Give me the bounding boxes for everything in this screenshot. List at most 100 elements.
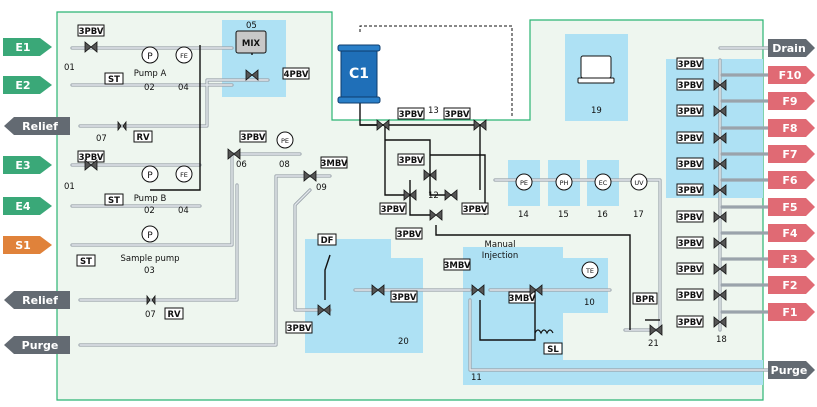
relief-bottom-tag — [4, 291, 70, 309]
injection-module-bg-ext — [463, 360, 763, 385]
fraction-valve-box — [676, 104, 704, 117]
te-label: TE — [585, 267, 594, 275]
fe-top-sensor — [175, 46, 193, 64]
num-03: 03 — [144, 266, 155, 276]
valve-3pbv-20-left-label: 3PBV — [287, 324, 312, 334]
valve-3pbv-12-left-label: 3PBV — [381, 205, 406, 215]
purge-left-tag — [4, 336, 70, 354]
pump-a: P — [141, 46, 159, 64]
num-01a: 01 — [64, 63, 75, 73]
valve-3pbv-01b: 3PBV — [77, 150, 105, 163]
bpr-label: BPR — [635, 295, 655, 305]
fraction-valve-label: 3PBV — [678, 160, 703, 170]
fraction-tag-f7 — [768, 145, 815, 163]
mixer-label: MIX — [242, 39, 261, 49]
inlet-e4-tag — [3, 197, 52, 215]
fraction-label-f8: F8 — [782, 122, 797, 135]
purge-right-tag — [768, 361, 815, 379]
fraction-label-f5: F5 — [782, 201, 797, 214]
fraction-valve-box — [676, 78, 704, 91]
purge-left-label: Purge — [22, 339, 59, 352]
sample-pump-label: Sample pump — [120, 254, 179, 264]
num-15: 15 — [558, 210, 569, 220]
pe-08-sensor — [276, 131, 294, 149]
relief-valve-rv-top-label: RV — [136, 133, 150, 143]
fraction-label-f7: F7 — [782, 148, 797, 161]
num-12: 12 — [428, 191, 439, 201]
sample-loop-sl-label: SL — [547, 345, 559, 355]
valve-3pbv-20-left: 3PBV — [285, 321, 313, 334]
relief-valve-rv-bottom-label: RV — [167, 310, 181, 320]
fraction-valve-symbol — [713, 211, 727, 223]
inlet-e2-tag — [3, 76, 52, 94]
valve-3pbv-12-right: 3PBV — [461, 202, 489, 215]
pump-b: P — [141, 165, 159, 183]
num-19: 19 — [591, 106, 602, 116]
fraction-valve-box — [676, 315, 704, 328]
fraction-valve-symbol — [713, 184, 727, 196]
inlet-e4-label: E4 — [15, 200, 31, 213]
filter-module-bg-ext — [385, 258, 423, 353]
fraction-tag-f2 — [768, 276, 815, 294]
valve-3mbv-09-label: 3MBV — [320, 159, 348, 169]
fraction-valve-box — [676, 131, 704, 144]
fraction-tag-f10 — [768, 66, 815, 84]
fraction-label-f4: F4 — [782, 227, 798, 240]
num-02b: 02 — [144, 206, 155, 216]
column-label: C1 — [349, 66, 369, 82]
sample-loop-coil — [534, 329, 554, 335]
valve-3pbv-12-left: 3PBV — [379, 202, 407, 215]
filter-df-label: DF — [321, 236, 334, 246]
valve-symbols — [84, 41, 663, 336]
num-10: 10 — [584, 298, 595, 308]
valve-3pbv-12-right-label: 3PBV — [463, 205, 488, 215]
filter-df: DF — [317, 233, 337, 246]
pump-a-label: Pump A — [134, 69, 167, 79]
fraction-label-f6: F6 — [782, 174, 798, 187]
ph-label: PH — [560, 179, 569, 187]
num-04a: 04 — [178, 83, 189, 93]
valve-3mbv-11-left: 3MBV — [443, 258, 471, 271]
fraction-valve-symbol — [713, 316, 727, 328]
fraction-valve-symbol — [713, 263, 727, 275]
fraction-valve-symbol — [713, 132, 727, 144]
fraction-valve-box — [676, 183, 704, 196]
sample-pump-symbol: P — [147, 231, 153, 241]
fraction-valve-symbol — [713, 237, 727, 249]
fraction-label-f3: F3 — [782, 253, 797, 266]
fe-bottom-label: FE — [180, 171, 188, 179]
pump-b-symbol: P — [147, 171, 153, 181]
fraction-valve-label: 3PBV — [678, 265, 703, 275]
valve-3pbv-12-bottom-label: 3PBV — [397, 230, 422, 240]
sample-pump: P — [141, 225, 159, 243]
pe-14-sensor — [515, 173, 533, 191]
ec-label: EC — [599, 179, 608, 187]
relief-bottom-label: Relief — [22, 294, 58, 307]
fraction-label-f1: F1 — [782, 306, 797, 319]
back-pressure-regulator: BPR — [632, 292, 658, 305]
num-13: 13 — [428, 106, 439, 116]
num-09: 09 — [316, 183, 327, 193]
fraction-tag-f9 — [768, 92, 815, 110]
manual-injection-line1: Manual — [485, 240, 516, 250]
drain-tag — [768, 39, 815, 57]
fraction-valve-label: 3PBV — [678, 134, 703, 144]
fraction-valve-box — [676, 236, 704, 249]
strainer-st-sample-label: ST — [80, 257, 92, 267]
fraction-valve-box — [676, 157, 704, 170]
filter-module-bg — [305, 239, 391, 353]
sensors: FE FE PE PE PH EC UV TE — [175, 46, 648, 279]
valve-4pbv: 4PBV — [282, 67, 310, 80]
relief-valve-rv-bottom: RV — [164, 307, 184, 320]
num-18: 18 — [716, 335, 727, 345]
fraction-valve-box — [676, 210, 704, 223]
manual-injection-line2: Injection — [482, 251, 518, 261]
num-07a: 07 — [96, 134, 107, 144]
num-11: 11 — [471, 373, 482, 383]
fraction-tag-f8 — [768, 119, 815, 137]
num-14: 14 — [518, 210, 529, 220]
column-coil-loop — [359, 25, 513, 118]
valve-3pbv-01a-label: 3PBV — [79, 27, 104, 37]
